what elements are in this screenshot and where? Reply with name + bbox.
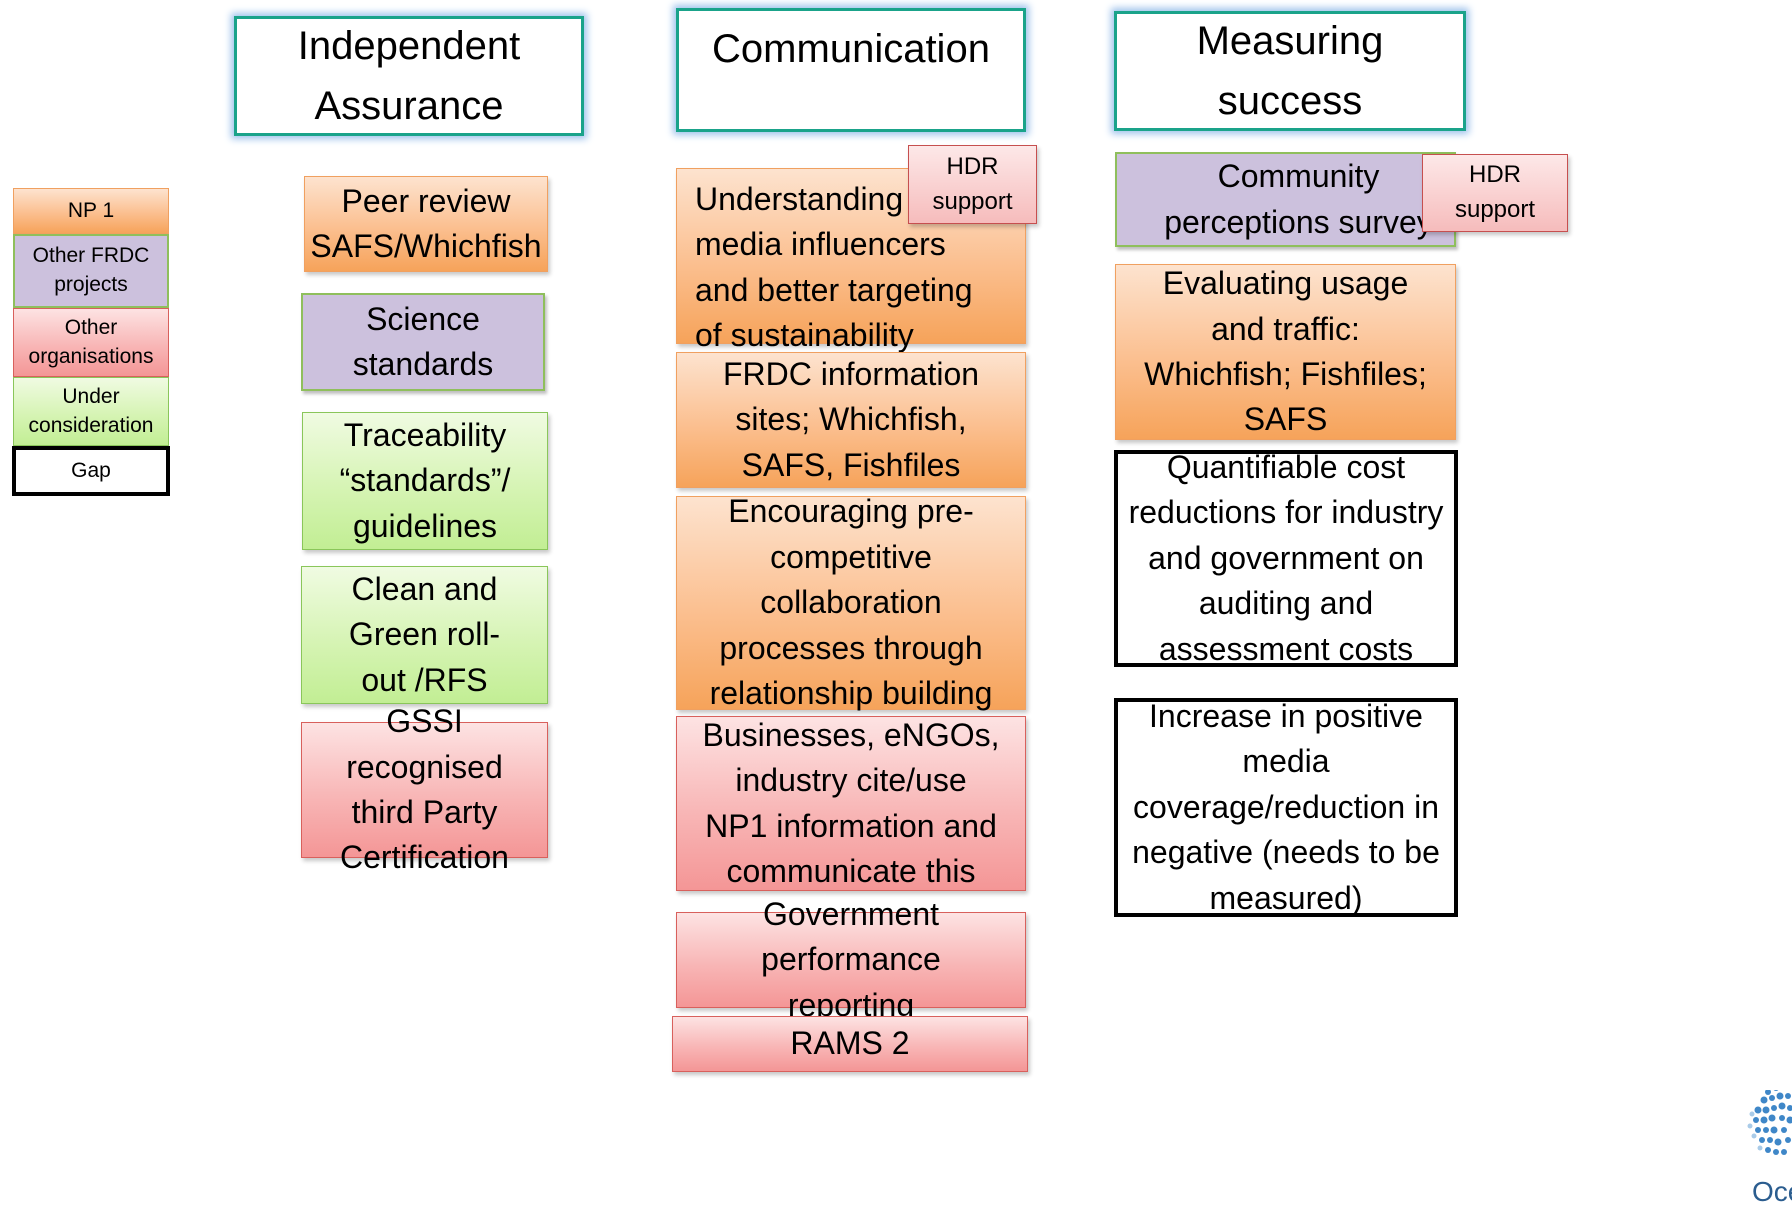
ms-positive-media-coverage-label: Increase in positive media coverage/redu… xyxy=(1132,697,1440,916)
logo-dots-icon xyxy=(1740,1090,1792,1222)
ia-traceability-label: Traceability “standards”/ guidelines xyxy=(339,416,511,544)
header-measuring-success: Measuring success xyxy=(1114,11,1466,131)
legend-gap-label: Gap xyxy=(71,458,111,482)
comm-hdr-support-badge-label: HDR support xyxy=(932,152,1013,215)
comm-frdc-information-sites-label: FRDC information sites; Whichfish, SAFS,… xyxy=(722,355,980,483)
ms-hdr-support-badge: HDR support xyxy=(1422,154,1568,232)
ia-gssi-certification: GSSI recognised third Party Certificatio… xyxy=(301,703,548,875)
logo-text: Ocea xyxy=(1752,1176,1792,1207)
comm-businesses-cite-np1: Businesses, eNGOs, industry cite/use NP1… xyxy=(676,716,1026,891)
ia-science-standards: Science standards xyxy=(301,293,545,391)
ms-quantifiable-cost-reductions-label: Quantifiable cost reductions for industr… xyxy=(1128,448,1444,667)
header-communication-label: Communication xyxy=(712,27,990,71)
comm-government-reporting: Government performance reporting xyxy=(676,896,1026,1023)
legend-other-frdc: Other FRDC projects xyxy=(13,234,169,308)
comm-businesses-cite-np1-label: Businesses, eNGOs, industry cite/use NP1… xyxy=(702,716,1000,889)
ia-clean-and-green-label: Clean and Green roll-out /RFS xyxy=(348,570,501,698)
comm-pre-competitive-collaboration-label: Encouraging pre-competitive collaboratio… xyxy=(709,493,993,712)
legend-under-consideration-label: Under consideration xyxy=(28,384,154,437)
ms-evaluating-usage-traffic-label: Evaluating usage and traffic: Whichfish;… xyxy=(1144,265,1427,438)
legend-other-organisations: Other organisations xyxy=(13,308,169,377)
legend-under-consideration: Under consideration xyxy=(13,377,169,446)
legend-other-organisations-label: Other organisations xyxy=(28,315,154,368)
legend-other-frdc-label: Other FRDC projects xyxy=(32,244,150,296)
header-communication: Communication xyxy=(676,8,1026,132)
comm-government-reporting-label: Government performance reporting xyxy=(761,895,941,1023)
legend-np1: NP 1 xyxy=(13,188,169,234)
ms-positive-media-coverage: Increase in positive media coverage/redu… xyxy=(1114,698,1458,917)
logo-dots-graphic xyxy=(1747,1090,1792,1155)
ia-science-standards-label: Science standards xyxy=(352,300,494,382)
ms-community-perceptions-survey: Community perceptions survey xyxy=(1115,152,1456,247)
ia-clean-and-green: Clean and Green roll-out /RFS xyxy=(301,566,548,704)
comm-hdr-support-badge: HDR support xyxy=(908,145,1037,224)
ms-evaluating-usage-traffic: Evaluating usage and traffic: Whichfish;… xyxy=(1115,264,1456,440)
header-independent-assurance: Independent Assurance xyxy=(234,16,584,136)
legend-gap: Gap xyxy=(12,446,170,496)
comm-rams-2: RAMS 2 xyxy=(672,1016,1028,1072)
comm-pre-competitive-collaboration: Encouraging pre-competitive collaboratio… xyxy=(676,493,1026,711)
legend-np1-label: NP 1 xyxy=(67,198,115,222)
ia-peer-review-label: Peer review SAFS/Whichfish xyxy=(310,182,542,264)
ia-peer-review: Peer review SAFS/Whichfish xyxy=(304,176,548,272)
ms-quantifiable-cost-reductions: Quantifiable cost reductions for industr… xyxy=(1114,449,1458,667)
comm-frdc-information-sites: FRDC information sites; Whichfish, SAFS,… xyxy=(676,352,1026,488)
comm-rams-2-label: RAMS 2 xyxy=(790,1025,910,1062)
ms-community-perceptions-survey-label: Community perceptions survey xyxy=(1164,158,1433,240)
ms-hdr-support-badge-label: HDR support xyxy=(1454,161,1536,223)
header-independent-assurance-label: Independent Assurance xyxy=(297,24,521,128)
ia-gssi-certification-label: GSSI recognised third Party Certificatio… xyxy=(340,703,509,876)
ia-traceability: Traceability “standards”/ guidelines xyxy=(302,412,548,550)
header-measuring-success-label: Measuring success xyxy=(1196,19,1384,123)
